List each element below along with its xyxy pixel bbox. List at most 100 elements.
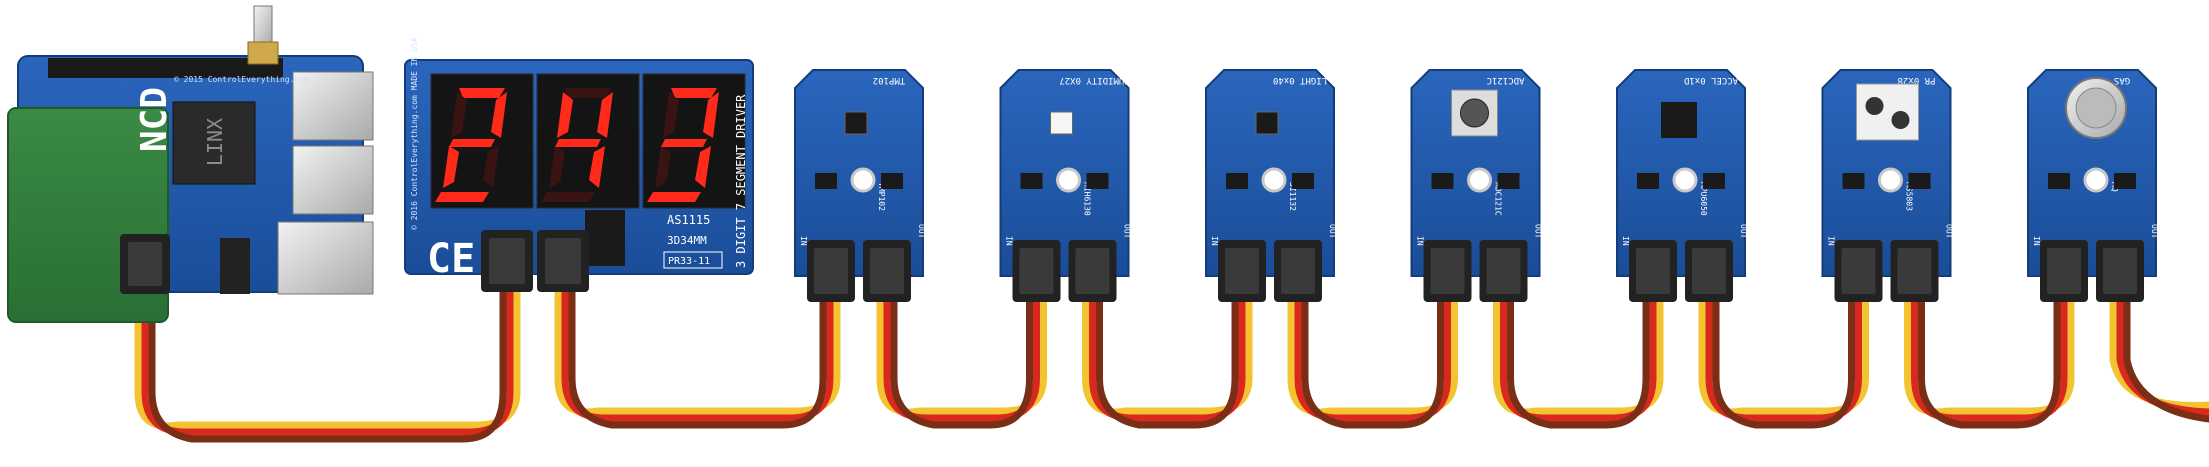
port-in-label: IN	[1621, 236, 1630, 246]
mounting-hole	[850, 167, 876, 193]
port-out-label: OUT	[917, 224, 926, 239]
segment-a	[671, 88, 717, 98]
svg-text:LINX: LINX	[203, 118, 227, 166]
sensor-chip	[844, 111, 868, 135]
display-chip-label: AS1115	[667, 213, 710, 227]
knob-icon	[1460, 98, 1489, 128]
pi-logo: NCD	[134, 87, 175, 152]
mounting-hole	[1056, 167, 1081, 193]
port-in-label: IN	[799, 236, 808, 246]
port-in-label: IN	[1416, 236, 1425, 246]
segment-e	[443, 146, 459, 188]
digit-group: 243	[430, 73, 746, 209]
gpio-header	[48, 58, 283, 78]
segment-a	[459, 88, 505, 98]
port-in-label: IN	[1005, 236, 1014, 246]
segment-e	[549, 146, 565, 188]
segment-g	[449, 139, 495, 147]
port-out-label: OUT	[1328, 224, 1337, 239]
port-out-label: OUT	[1123, 224, 1132, 239]
segment-c	[589, 146, 605, 188]
mounting-hole	[1261, 167, 1287, 193]
sensor-name: HUMIDITY 0X27	[1059, 75, 1129, 85]
port-in-label: IN	[1210, 236, 1219, 246]
segment-f	[663, 92, 679, 138]
segment-c	[695, 146, 711, 188]
mounting-hole	[1467, 167, 1492, 193]
segment-b	[597, 92, 613, 138]
port-in-label: IN	[1827, 236, 1836, 246]
cable-sensor2-sensor3	[1082, 288, 1253, 429]
cable-pi-display	[134, 288, 521, 443]
display-digit-1: 2	[430, 73, 534, 209]
sensor-chip-label: MS5803	[1905, 182, 1914, 211]
cable-sensor3-sensor4	[1287, 288, 1458, 429]
sensor-board-7: GASMQINOUT	[2027, 69, 2159, 302]
sensor-name: PR 0x28	[1898, 75, 1936, 85]
sensor-name: LIGHT 0x40	[1273, 75, 1327, 85]
pi-chip	[172, 101, 256, 185]
cable-trailing	[2109, 288, 2209, 423]
usb-port-bottom	[292, 145, 374, 215]
mounting-hole	[1878, 167, 1903, 193]
sensor-chip-label: MPU6050	[1699, 182, 1708, 216]
segment-d	[435, 192, 489, 202]
port-out-label: OUT	[1534, 224, 1543, 239]
segment-g	[555, 139, 601, 147]
port-out-label: OUT	[2150, 224, 2159, 239]
mounting-hole	[2083, 167, 2109, 193]
sensor-chip-label: ADC121C	[1494, 182, 1503, 216]
segment-e	[655, 146, 671, 188]
sensor-board-4: ADC121C ADC121C IN OUT	[1410, 69, 1543, 302]
display-top-label: © 2016 ControlEverything.com MADE IN USA	[410, 37, 419, 230]
port-out-label: OUT	[1945, 224, 1954, 239]
segment-b	[491, 92, 507, 138]
display-digit-2: 4	[536, 73, 640, 209]
segment-f	[451, 92, 467, 138]
pressure-sensor	[1856, 83, 1919, 141]
cable-sensor4-sensor5	[1493, 288, 1664, 429]
segment-a	[565, 88, 611, 98]
cable-sensor6-sensor7	[1904, 288, 2075, 429]
cable-sensor5-sensor6	[1698, 288, 1869, 429]
mounting-hole	[1672, 167, 1698, 193]
sensor-name: ADC121C	[1487, 75, 1525, 85]
sensor-chip-label: SI1132	[1288, 182, 1297, 211]
display-side-label: 3 DIGIT 7 SEGMENT DRIVER	[734, 94, 748, 268]
sensor-name: ACCEL 0x1D	[1684, 75, 1738, 85]
segment-d	[647, 192, 701, 202]
sensor-name: TMP102	[873, 75, 906, 85]
display-digit-3: 3	[642, 73, 746, 209]
raspberry-pi-board: LINX NCD © 2015 ControlEverything.com	[7, 5, 374, 323]
pi-copyright: © 2015 ControlEverything.com	[174, 75, 309, 84]
display-part-code: 3D34MM	[667, 234, 707, 247]
display-logo: CE	[427, 236, 475, 282]
segment-b	[703, 92, 719, 138]
segment-g	[661, 139, 707, 147]
sensor-chip-label: HIH6130	[1083, 182, 1092, 216]
sensor-chip	[1050, 111, 1073, 135]
sensor-chip-label: TMP102	[877, 182, 886, 211]
port-in-label: IN	[2032, 236, 2041, 246]
seven-segment-display-board: 243 3 DIGIT 7 SEGMENT DRIVER © 2016 Cont…	[404, 37, 754, 292]
sensor-chip	[1255, 111, 1279, 135]
display-pr-label: PR33-11	[668, 256, 710, 267]
segment-d	[541, 192, 595, 202]
cable-sensor1-sensor2	[876, 288, 1047, 429]
cable-display-sensor1	[554, 288, 841, 429]
sensor-chip	[1661, 102, 1697, 138]
usb-port-top	[292, 71, 374, 141]
sensor-name: GAS	[2114, 75, 2130, 85]
segment-f	[557, 92, 573, 138]
ethernet-port	[277, 221, 374, 295]
cable-group	[134, 288, 2209, 443]
port-out-label: OUT	[1739, 224, 1748, 239]
